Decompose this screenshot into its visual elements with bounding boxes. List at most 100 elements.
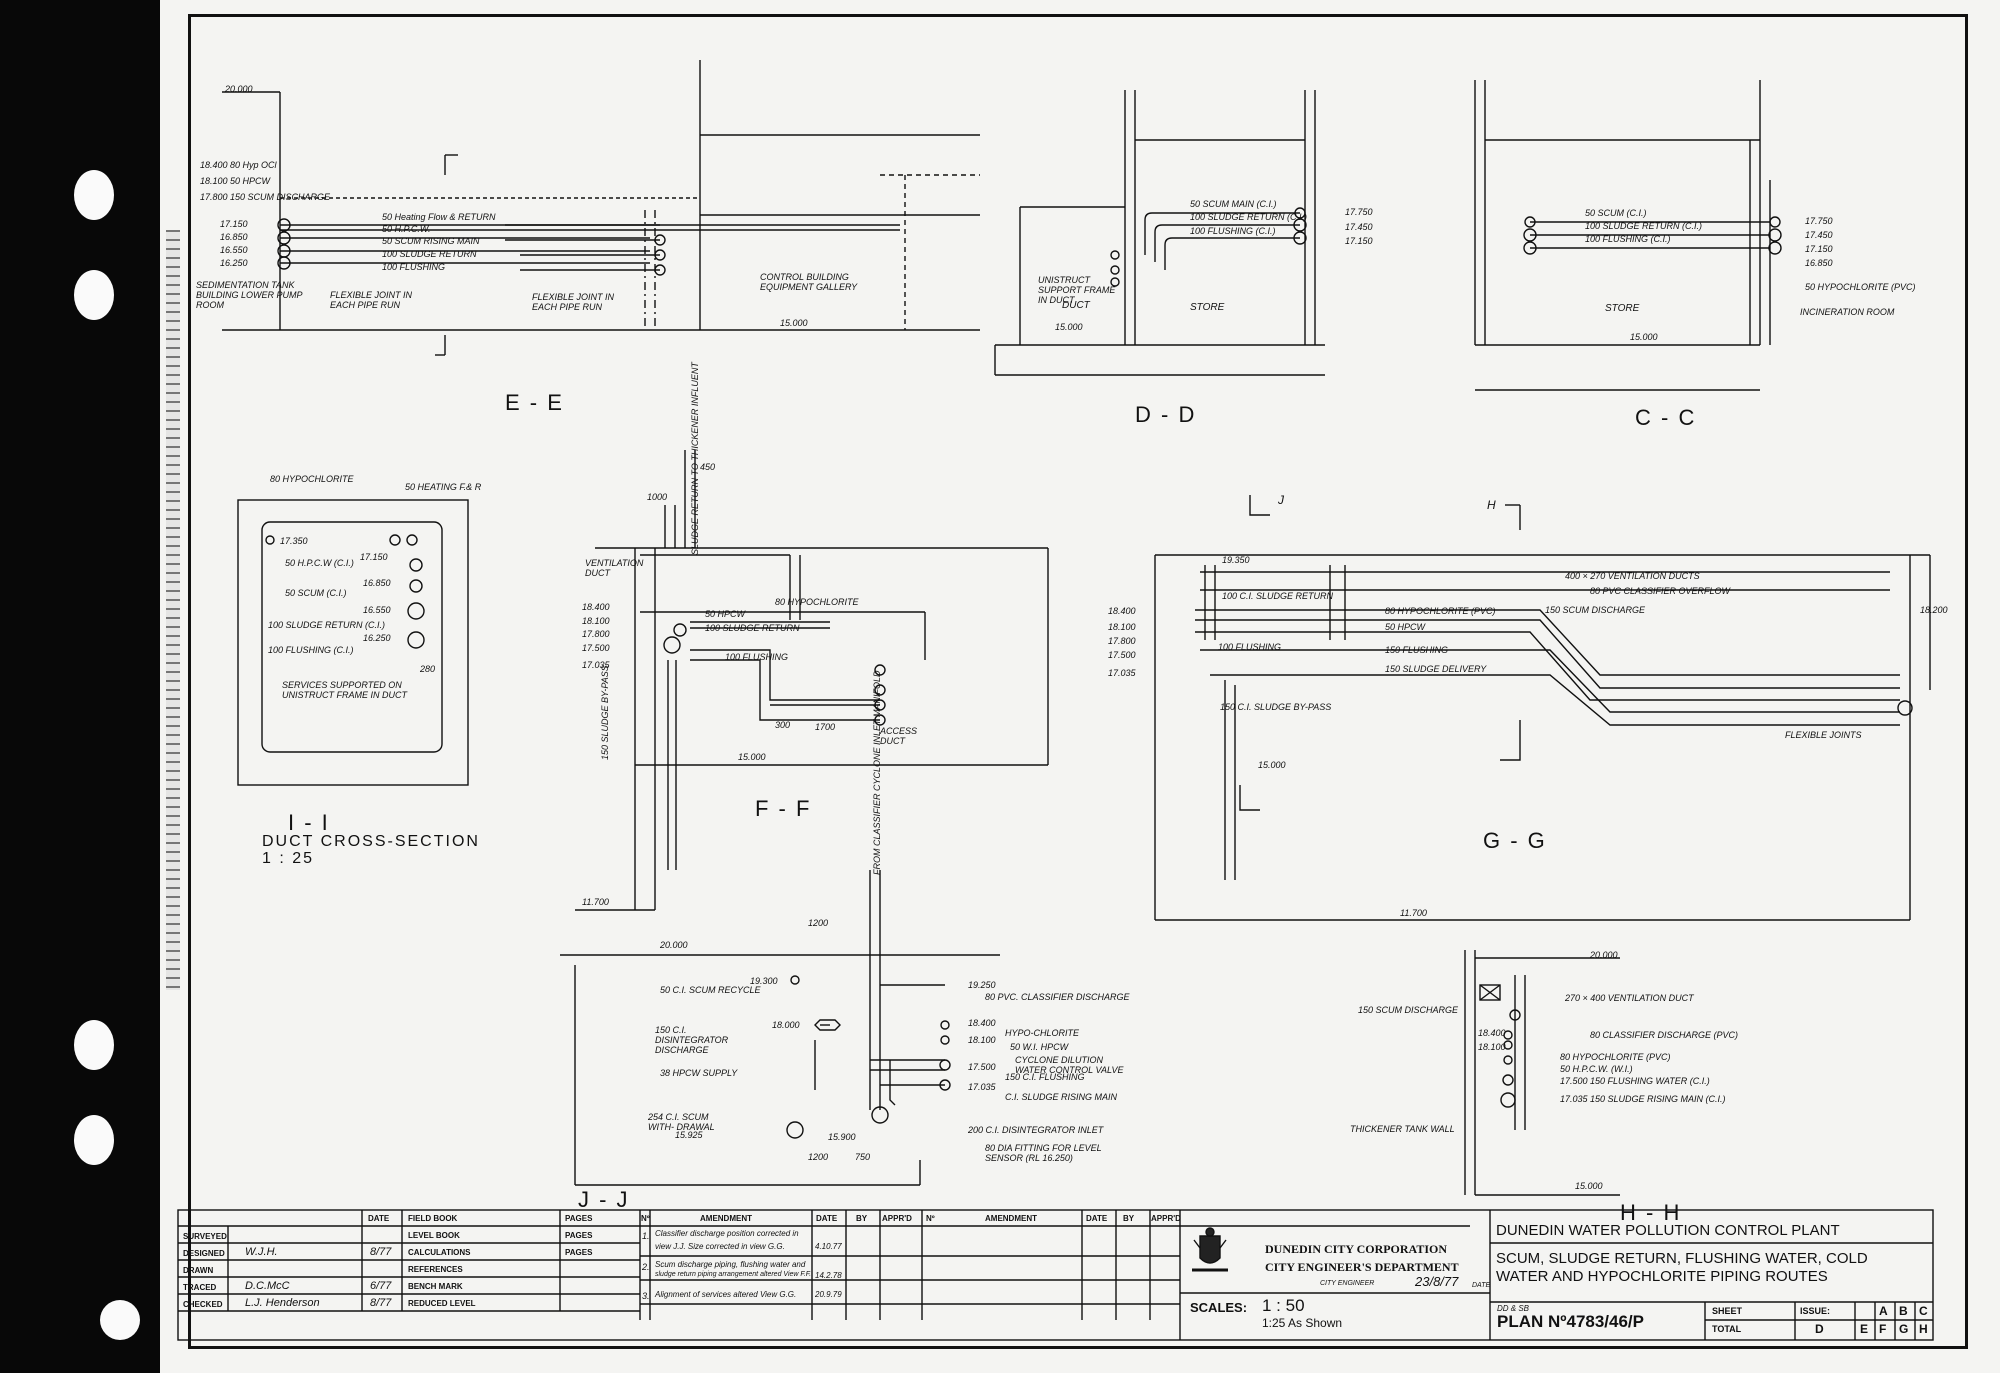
ff-tank-return: SLUDGE RETURN TO THICKENER INFLUENT <box>690 362 700 555</box>
ff-sludge-return: 100 SLUDGE RETURN <box>705 623 800 633</box>
section-title: F - F <box>755 796 812 821</box>
dd-note-unistrut: UNISTRUCT SUPPORT FRAME IN DUCT <box>1038 275 1116 305</box>
tb-issue-letter: B <box>1899 1304 1908 1318</box>
ee-pipe-label: 100 FLUSHING <box>382 262 446 272</box>
cc-elev: 16.850 <box>1805 258 1833 268</box>
cc-elev: 17.150 <box>1805 244 1833 254</box>
hh-elev-bottom: 15.000 <box>1575 1181 1603 1191</box>
punch-hole <box>74 1020 114 1070</box>
tb-ddsb: DD & SB <box>1497 1304 1530 1313</box>
tb-book-row: BENCH MARK <box>408 1282 463 1291</box>
section-dd-drawing <box>994 90 1325 376</box>
cc-elev: 17.750 <box>1805 216 1833 226</box>
tb-issue-letter: C <box>1919 1304 1928 1318</box>
ii-hypo: 80 HYPOCHLORITE <box>270 474 354 484</box>
cc-store: STORE <box>1605 303 1640 314</box>
coat-of-arms-icon <box>1192 1227 1228 1272</box>
tb-amend-hdr: APPR'D <box>1151 1214 1181 1223</box>
ii-elev: 16.550 <box>363 605 391 615</box>
ii-flush: 100 FLUSHING (C.I.) <box>268 645 354 655</box>
jj-manifold: FROM CLASSIFIER CYCLONE INLET MANIFOLD <box>872 670 882 875</box>
tb-engineer-date: 23/8/77 <box>1415 1274 1459 1289</box>
tb-corp2: CITY ENGINEER'S DEPARTMENT <box>1265 1260 1459 1274</box>
amend-text: Alignment of services altered View G.G. <box>655 1290 797 1299</box>
gg-flushing-150: 150 FLUSHING <box>1385 645 1449 655</box>
amend-date: 20.9.79 <box>815 1290 842 1299</box>
gg-flex: FLEXIBLE JOINTS <box>1785 730 1862 740</box>
ii-elev: 17.150 <box>360 552 388 562</box>
tb-amend-hdr: Nº <box>926 1214 935 1223</box>
dd-store: STORE <box>1190 302 1225 313</box>
tb-scale2: 1:25 As Shown <box>1262 1316 1343 1330</box>
tb-label: DRAWN <box>183 1266 214 1275</box>
cc-pipe: 50 SCUM (C.I.) <box>1585 208 1647 218</box>
tb-hdr-fieldbook: FIELD BOOK <box>408 1214 458 1223</box>
jj-elev: 17.035 <box>968 1082 996 1092</box>
amend-text: Scum discharge piping, flushing water an… <box>655 1260 806 1269</box>
jj-scum-recycle: 50 C.I. SCUM RECYCLE <box>660 985 761 995</box>
cc-note-hypo: 50 HYPOCHLORITE (PVC) <box>1805 282 1916 292</box>
ii-elev: 16.850 <box>363 578 391 588</box>
gg-cut-j: J <box>1278 493 1284 507</box>
tb-scale1: 1 : 50 <box>1262 1296 1305 1315</box>
jj-fitting: 80 DIA FITTING FOR LEVEL SENSOR (RL 16.2… <box>985 1143 1102 1163</box>
tb-project2: SCUM, SLUDGE RETURN, FLUSHING WATER, COL… <box>1496 1250 1868 1267</box>
ii-heating: 50 HEATING F.& R <box>405 482 482 492</box>
jj-elev: 18.000 <box>772 1020 800 1030</box>
amend-text: Classifier discharge position corrected … <box>655 1229 799 1238</box>
tb-pages: PAGES <box>565 1231 593 1240</box>
ee-pipe-label: 100 SLUDGE RETURN <box>382 249 477 259</box>
amend-no: 2. <box>642 1262 650 1272</box>
tb-label: SURVEYED <box>183 1232 227 1241</box>
tb-amend-hdr: AMENDMENT <box>700 1214 752 1223</box>
dd-duct: DUCT <box>1062 300 1090 311</box>
section-ee-drawing <box>222 60 980 356</box>
tb-book-row: CALCULATIONS <box>408 1248 471 1257</box>
tb-engineer-label: CITY ENGINEER <box>1320 1280 1375 1287</box>
ee-pipe-label: 50 Heating Flow & RETURN <box>382 212 496 222</box>
gg-elev-15: 15.000 <box>1258 760 1286 770</box>
gg-elev: 17.500 <box>1108 650 1136 660</box>
tb-project1: DUNEDIN WATER POLLUTION CONTROL PLANT <box>1496 1222 1840 1239</box>
section-title: D - D <box>1135 402 1197 427</box>
jj-flushing: 150 C.I. FLUSHING <box>1005 1072 1085 1082</box>
section-scale: 1 : 25 <box>262 850 315 867</box>
tb-total: TOTAL <box>1712 1324 1742 1334</box>
jj-hypo: HYPO-CHLORITE <box>1005 1028 1080 1038</box>
hh-flushing: 17.500 150 FLUSHING WATER (C.I.) <box>1560 1076 1710 1086</box>
amend-no: 1. <box>642 1231 650 1241</box>
ff-bypass: 150 SLUDGE BY-PASS <box>600 665 610 760</box>
gg-elev: 17.800 <box>1108 636 1136 646</box>
gg-elev-18200: 18.200 <box>1920 605 1948 615</box>
ee-pipe-label: 50 SCUM RISING MAIN <box>382 236 480 246</box>
gg-flushing-100: 100 FLUSHING <box>1218 642 1282 652</box>
hh-elev: 18.400 <box>1478 1028 1506 1038</box>
cc-incineration: INCINERATION ROOM <box>1800 307 1895 317</box>
tb-date: 6/77 <box>370 1280 392 1292</box>
dd-pipe: 100 SLUDGE RETURN (C.I.) <box>1190 212 1308 222</box>
hh-elev: 18.100 <box>1478 1042 1506 1052</box>
jj-elev: 19.250 <box>968 980 996 990</box>
cc-elev-bottom: 15.000 <box>1630 332 1658 342</box>
amend-text: sludge return piping arrangement altered… <box>655 1271 812 1278</box>
ii-elev: 16.250 <box>363 633 391 643</box>
tb-corp1: DUNEDIN CITY CORPORATION <box>1265 1242 1448 1256</box>
section-cc-drawing <box>1474 80 1782 391</box>
dd-elev: 17.150 <box>1345 236 1373 246</box>
tb-sheet: SHEET <box>1712 1306 1743 1316</box>
tb-date: 8/77 <box>370 1297 392 1309</box>
ee-note-sedimentation: SEDIMENTATION TANK BUILDING LOWER PUMP R… <box>196 280 303 310</box>
drawing-border <box>188 14 1968 1349</box>
gg-vent: 400 × 270 VENTILATION DUCTS <box>1565 571 1700 581</box>
ee-elev-top: 20.000 <box>225 84 253 94</box>
gg-sludge-delivery: 150 SLUDGE DELIVERY <box>1385 664 1487 674</box>
gg-cut-h: H <box>1487 498 1496 512</box>
ii-sludge: 100 SLUDGE RETURN (C.I.) <box>268 620 386 630</box>
ff-elev: 18.100 <box>582 616 610 626</box>
tb-date-label: DATE <box>1472 1282 1491 1289</box>
title-block-lines <box>177 1209 1934 1341</box>
gg-elev: 18.100 <box>1108 622 1136 632</box>
section-ff-drawing <box>575 450 1049 911</box>
jj-withdrawal: 254 C.I. SCUM WITH- DRAWAL <box>648 1112 715 1132</box>
section-subtitle: DUCT CROSS-SECTION <box>262 833 480 850</box>
